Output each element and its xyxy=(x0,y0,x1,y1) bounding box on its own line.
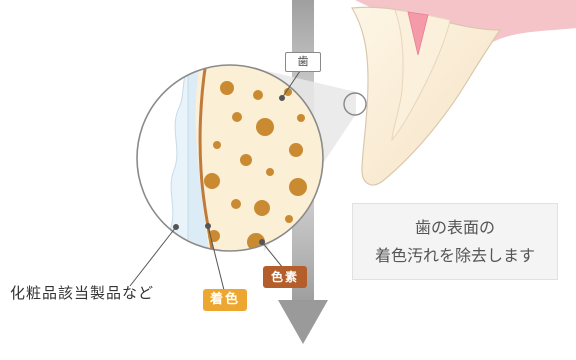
tooth-label: 歯 xyxy=(285,52,321,72)
pigment-particles xyxy=(204,81,307,251)
caption-line-2: 着色汚れを除去します xyxy=(374,246,535,265)
caption-box: 歯の表面の 着色汚れを除去します xyxy=(352,203,558,280)
pigment-tag: 色素 xyxy=(263,266,307,288)
zoom-target-circle xyxy=(343,92,367,116)
cosmetic-products-label: 化粧品該当製品など xyxy=(10,284,155,302)
leader-lines xyxy=(129,67,303,291)
stain-tag: 着色 xyxy=(203,289,247,311)
tooth-illustration xyxy=(343,0,576,186)
cosmetic-layer-line xyxy=(169,65,191,251)
caption-line-1: 歯の表面の xyxy=(414,218,495,237)
magnified-surface xyxy=(136,64,324,252)
